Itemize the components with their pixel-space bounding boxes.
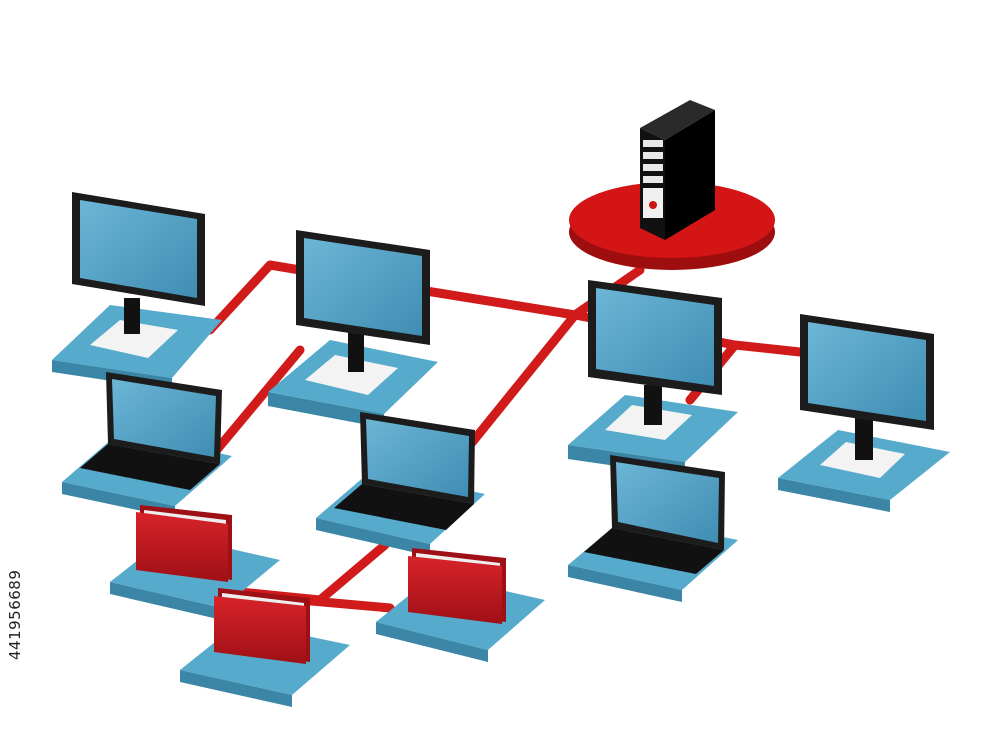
laptop-icon xyxy=(584,455,725,574)
monitor-far-right xyxy=(778,314,950,512)
folder-icon xyxy=(214,588,310,664)
monitor-top-center xyxy=(268,230,438,428)
laptop-left xyxy=(62,372,232,518)
monitor-icon xyxy=(588,280,722,395)
folder-node-left xyxy=(110,505,280,620)
folder-icon xyxy=(136,505,232,582)
laptop-icon xyxy=(80,372,222,490)
cable-folders-right xyxy=(295,595,395,613)
laptop-right xyxy=(568,455,738,602)
monitor-icon xyxy=(72,192,205,306)
server-icon xyxy=(640,100,715,240)
monitor-icon xyxy=(296,230,430,345)
monitor-top-left xyxy=(52,192,222,390)
monitor-icon xyxy=(800,314,934,430)
server-node xyxy=(569,100,775,270)
laptop-center xyxy=(316,412,485,556)
folder-icon xyxy=(408,548,506,624)
stock-image-id: 441956689 xyxy=(6,569,24,660)
folder-node-bottom xyxy=(180,588,350,707)
folder-node-right xyxy=(376,548,545,662)
laptop-icon xyxy=(334,412,475,530)
monitor-center-right xyxy=(568,280,738,476)
